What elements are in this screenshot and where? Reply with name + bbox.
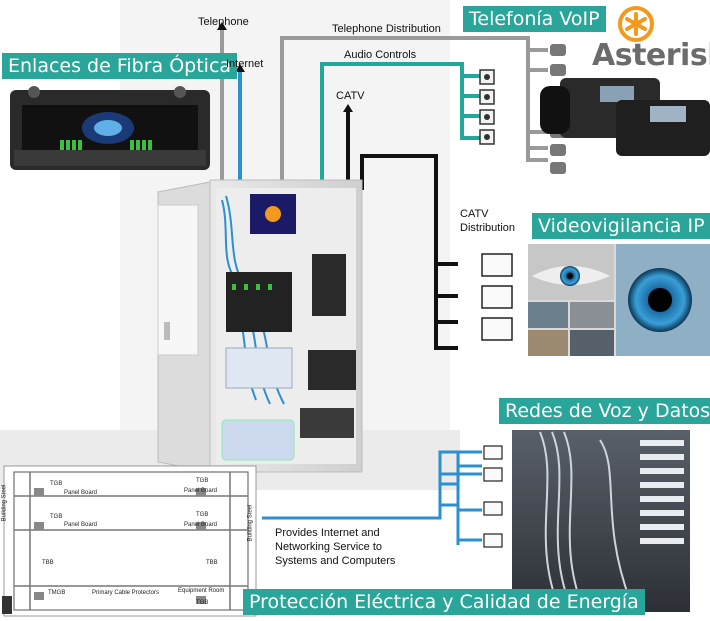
plan-primary-cable: Primary Cable Protectors: [92, 590, 160, 596]
plan-tbb-right: TBB: [206, 560, 218, 566]
plan-equipment-room: Equipment Room: [178, 588, 225, 594]
plan-panel-board-3: Panel Board: [64, 522, 98, 528]
plan-tgb-4: TGB: [196, 512, 209, 518]
banner-voip: Telefonía VoIP: [463, 6, 606, 32]
grounding-floor-plan: [2, 465, 257, 617]
label-catv-distribution-2: Distribution: [460, 222, 516, 234]
data-rack-image: [512, 430, 690, 612]
plan-tbb-left: TBB: [42, 560, 54, 566]
plan-tgb-6: TGB: [196, 600, 209, 606]
label-catv: CATV: [336, 90, 365, 102]
plan-tmgb: TMGB: [48, 590, 66, 596]
label-provides-2: Networking Service to: [275, 541, 382, 553]
video-surveillance-image: [528, 244, 710, 356]
plan-panel-board-1: Panel Board: [64, 490, 98, 496]
plan-building-steel-left: Building Steel: [1, 484, 8, 522]
banner-proteccion: Protección Eléctrica y Calidad de Energí…: [243, 589, 645, 615]
label-provides-1: Provides Internet and: [275, 527, 380, 539]
label-telephone-distribution: Telephone Distribution: [332, 23, 441, 35]
label-catv-distribution-1: CATV: [460, 208, 489, 220]
catv-distribution-line: [360, 154, 458, 350]
banner-redes: Redes de Voz y Datos: [499, 398, 710, 424]
label-internet: Internet: [226, 58, 264, 70]
asterisk-logo-text: Asterisk: [592, 38, 710, 73]
plan-tgb-1: TGB: [50, 481, 63, 487]
plan-panel-board-4: Panel Board: [184, 522, 218, 528]
label-audio-controls: Audio Controls: [344, 49, 417, 61]
tv-icons: [481, 253, 513, 341]
banner-video: Videovigilancia IP: [532, 213, 710, 239]
banner-fibra: Enlaces de Fibra Óptica: [2, 53, 238, 79]
catv-arrow-icon: [343, 104, 353, 112]
plan-tgb-3: TGB: [50, 514, 63, 520]
voip-phones-image: [540, 78, 710, 156]
telephone-distribution-line: [280, 36, 548, 190]
plan-building-steel-right: Building Steel: [247, 504, 254, 542]
asterisk-mark-icon: [618, 6, 654, 42]
internet-arrow-icon: [235, 64, 245, 72]
plan-tgb-2: TGB: [196, 478, 209, 484]
audio-controls-line: [320, 62, 480, 190]
computer-icons: [483, 445, 503, 548]
telephone-arrow-icon: [217, 22, 227, 30]
structured-cabling-cabinet-image: [157, 179, 363, 473]
fiber-optic-enclosure-image: [10, 86, 210, 170]
asterisk-logo: Asterisk: [592, 4, 710, 76]
label-telephone: Telephone: [198, 16, 249, 28]
audio-control-boxes: [479, 69, 495, 145]
plan-panel-board-2: Panel Board: [184, 488, 218, 494]
label-provides-3: Systems and Computers: [275, 555, 396, 567]
